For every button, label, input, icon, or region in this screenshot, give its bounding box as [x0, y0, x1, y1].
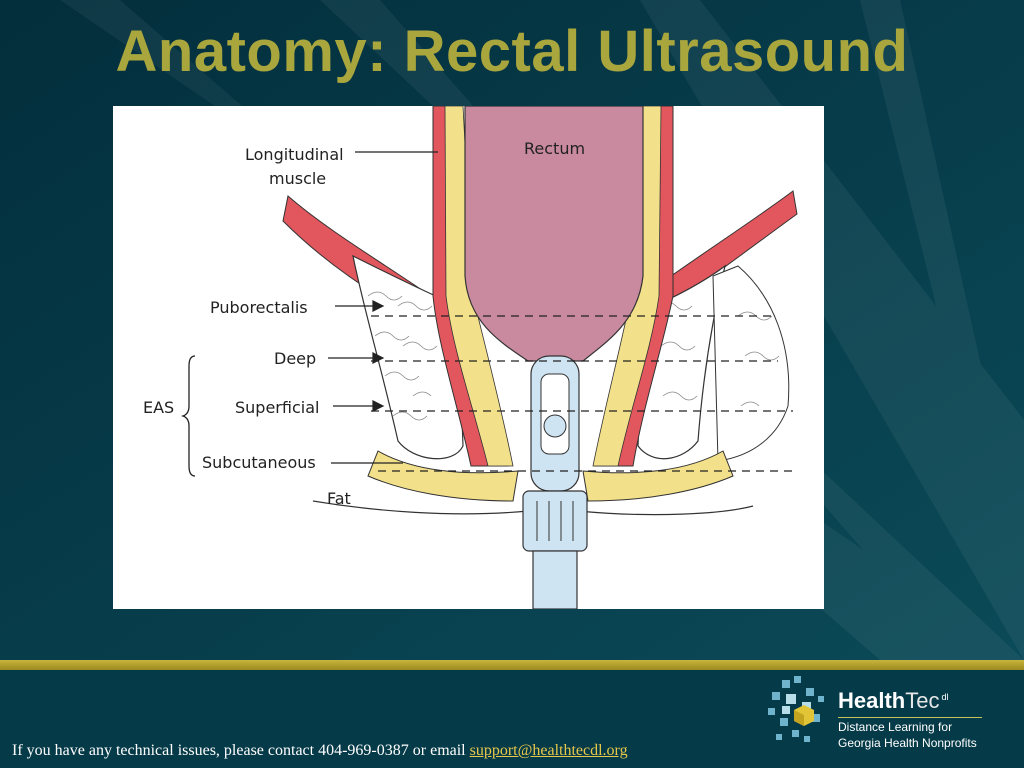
label-deep: Deep: [274, 349, 316, 368]
label-eas: EAS: [143, 398, 174, 417]
skin-line: [312, 500, 754, 516]
cube-cluster-icon: [768, 676, 824, 742]
eas-brace: [180, 355, 196, 477]
label-superficial: Superficial: [235, 398, 319, 417]
left-subcutaneous-fan: [367, 450, 519, 502]
label-longitudinal: Longitudinal: [245, 145, 344, 164]
contact-line: If you have any technical issues, please…: [12, 742, 628, 760]
logo-tagline-2: Georgia Health Nonprofits: [838, 736, 977, 750]
right-subcutaneous-fan: [582, 450, 734, 502]
anatomy-diagram: Rectum Longitudinal muscle Puborectalis …: [113, 106, 824, 609]
ultrasound-probe: [522, 355, 588, 609]
label-fat: Fat: [327, 489, 351, 508]
right-outer-fat: [712, 265, 790, 462]
contact-text: If you have any technical issues, please…: [12, 742, 470, 759]
left-yellow-layer: [444, 106, 514, 467]
label-muscle: muscle: [269, 169, 326, 188]
support-email-link[interactable]: support@healthtecdl.org: [469, 742, 628, 759]
right-yellow-layer: [592, 106, 662, 467]
gold-divider: [0, 660, 1024, 670]
slide-title: Anatomy: Rectal Ultrasound: [115, 19, 909, 84]
label-puborectalis: Puborectalis: [210, 298, 308, 317]
label-subcutaneous: Subcutaneous: [202, 453, 316, 472]
logo-tagline-1: Distance Learning for: [838, 720, 953, 734]
footer-band: [0, 670, 1024, 768]
logo-underline: [838, 717, 982, 718]
label-rectum: Rectum: [524, 139, 585, 158]
